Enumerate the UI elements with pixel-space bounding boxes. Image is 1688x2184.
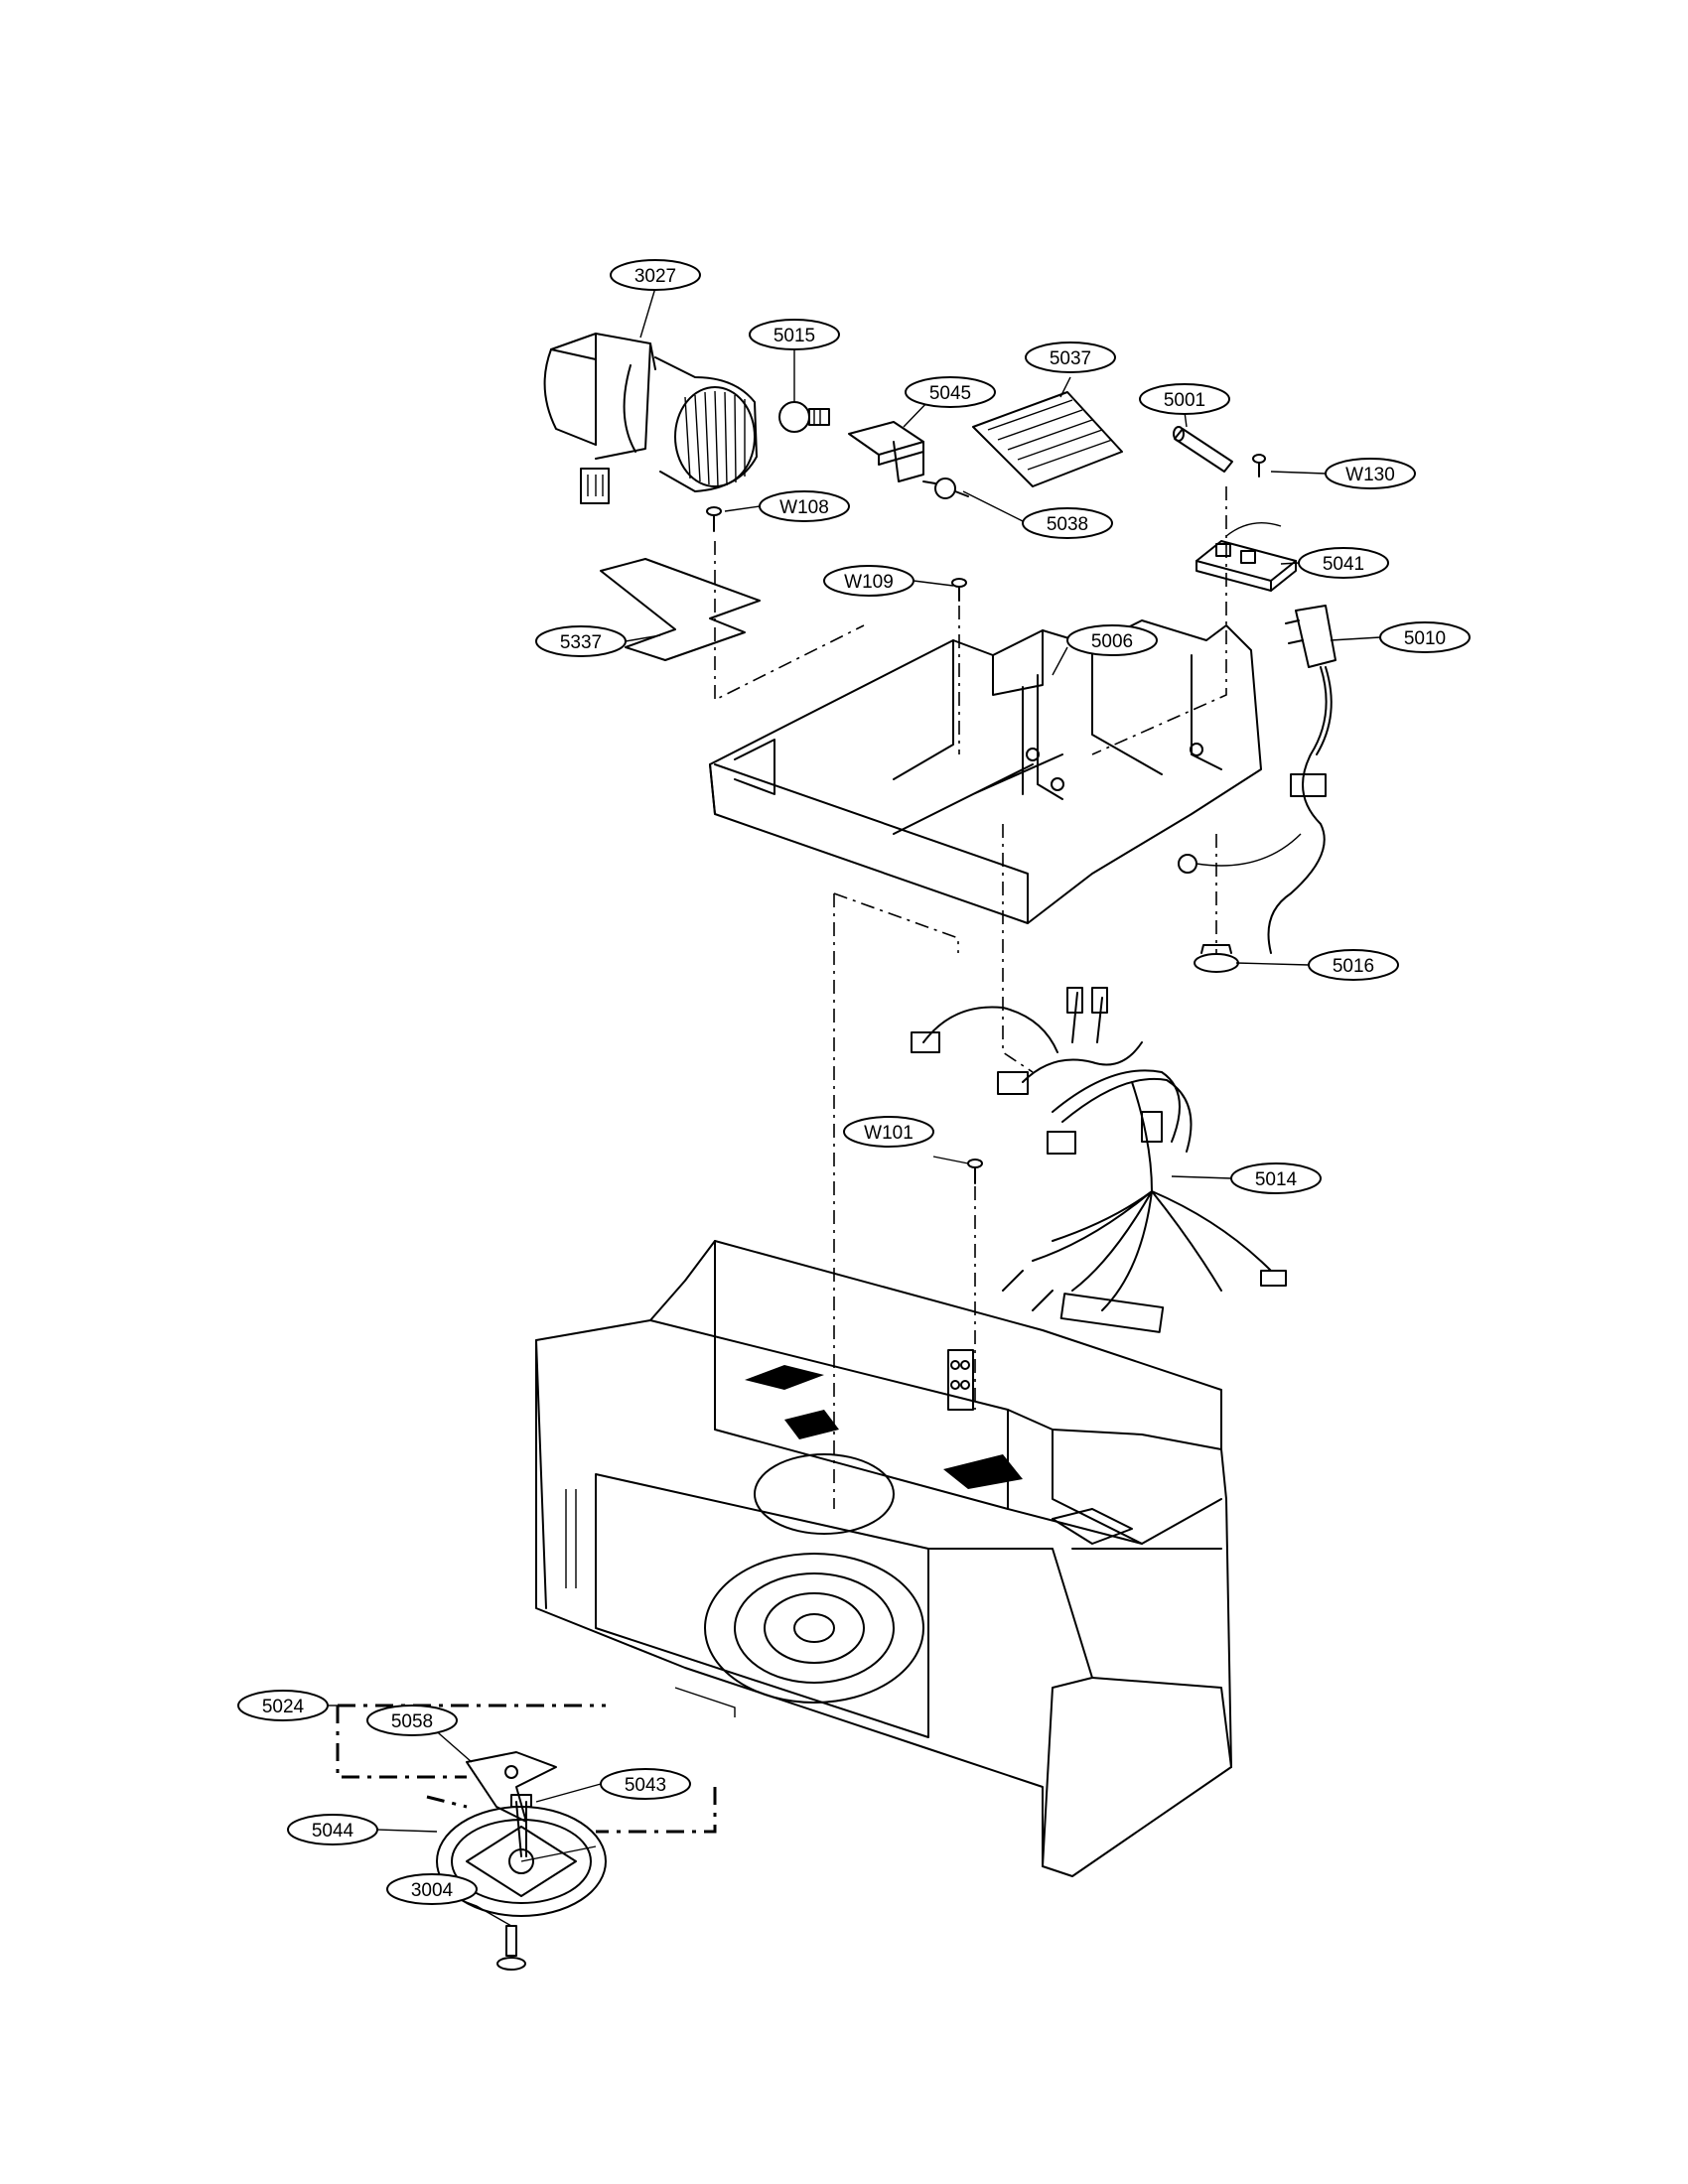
terminal-block-drawing — [1196, 522, 1297, 592]
callout-3004: 3004 — [386, 1873, 478, 1905]
turntable-motor-screw-drawing — [496, 1925, 526, 1971]
callout-5024: 5024 — [237, 1690, 329, 1721]
screw-w130-drawing — [1252, 454, 1266, 478]
callout-label-3004: 3004 — [411, 1880, 454, 1901]
callout-w108: W108 — [759, 490, 850, 522]
callout-label-5001: 5001 — [1164, 390, 1205, 411]
callout-label-w101: W101 — [864, 1123, 914, 1144]
callout-label-5010: 5010 — [1404, 628, 1446, 649]
callout-label-5037: 5037 — [1050, 348, 1091, 369]
callout-5045: 5045 — [905, 376, 996, 408]
callout-5037: 5037 — [1025, 341, 1116, 373]
wire-harness-drawing — [911, 987, 1287, 1333]
callout-label-5045: 5045 — [929, 383, 971, 404]
base-bracket-drawing — [709, 619, 1262, 924]
callout-label-5016: 5016 — [1333, 956, 1374, 977]
switch-5038-drawing — [922, 478, 969, 499]
callout-5006: 5006 — [1066, 624, 1158, 656]
callout-3027: 3027 — [610, 259, 701, 291]
callout-5015: 5015 — [749, 319, 840, 350]
callout-w130: W130 — [1325, 458, 1416, 489]
blower-assembly-drawing — [543, 333, 758, 504]
callout-label-w109: W109 — [844, 572, 894, 593]
callout-5337: 5337 — [535, 625, 627, 657]
callout-label-5044: 5044 — [312, 1821, 354, 1842]
screw-w108-drawing — [706, 506, 722, 532]
callout-label-5014: 5014 — [1255, 1169, 1298, 1190]
screw-w109-drawing — [951, 578, 967, 602]
callout-label-5006: 5006 — [1091, 631, 1133, 652]
power-cord-drawing — [1178, 605, 1336, 954]
callout-w109: W109 — [823, 565, 914, 597]
callout-label-5043: 5043 — [625, 1775, 666, 1796]
callout-5010: 5010 — [1379, 621, 1471, 653]
callout-label-5041: 5041 — [1323, 554, 1364, 575]
callout-label-3027: 3027 — [634, 266, 676, 287]
callout-label-w130: W130 — [1345, 465, 1395, 485]
callout-5016: 5016 — [1308, 949, 1399, 981]
assembly-lines — [336, 486, 1227, 1834]
callout-5038: 5038 — [1022, 507, 1113, 539]
callout-5043: 5043 — [600, 1768, 691, 1800]
cavity-chassis-drawing — [535, 1240, 1232, 1877]
callout-label-5024: 5024 — [262, 1697, 305, 1717]
fuse-drawing — [1173, 426, 1233, 473]
callout-label-5058: 5058 — [391, 1711, 433, 1732]
callout-label-5038: 5038 — [1047, 514, 1088, 535]
charcoal-filter-drawing — [972, 391, 1123, 487]
callout-5058: 5058 — [366, 1705, 458, 1736]
callout-label-w108: W108 — [779, 497, 829, 518]
callout-label-5015: 5015 — [774, 326, 815, 346]
lamp-bulb-drawing — [778, 401, 830, 433]
callout-5014: 5014 — [1230, 1162, 1322, 1194]
callout-5001: 5001 — [1139, 383, 1230, 415]
callout-5041: 5041 — [1298, 547, 1389, 579]
leader-lines — [328, 287, 1381, 1927]
turntable-coupler-drawing — [466, 1751, 557, 1823]
screw-w101-drawing — [967, 1159, 983, 1184]
turntable-motor-drawing — [436, 1794, 607, 1917]
callout-5044: 5044 — [287, 1814, 378, 1845]
callout-label-5337: 5337 — [560, 632, 602, 653]
lamp-socket-bracket-drawing — [848, 421, 924, 482]
callout-w101: W101 — [843, 1116, 934, 1148]
